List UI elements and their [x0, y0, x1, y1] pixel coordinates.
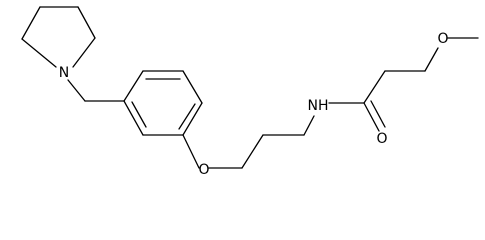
- chemical-structure: N O NH O O: [21, 6, 479, 178]
- carbonyl-oxygen-label: O: [376, 131, 387, 147]
- ether-oxygen-label: O: [198, 162, 209, 178]
- benzyl-linker: [67, 79, 125, 102]
- amide-nh-label: NH: [308, 98, 329, 114]
- piperidine-nitrogen-label: N: [59, 65, 69, 81]
- methoxypropanamide: [328, 37, 479, 132]
- benzene-ring: [123, 70, 203, 136]
- piperidine-ring: [21, 6, 96, 68]
- methoxy-oxygen-label: O: [437, 31, 448, 47]
- propoxy-chain: [182, 115, 315, 169]
